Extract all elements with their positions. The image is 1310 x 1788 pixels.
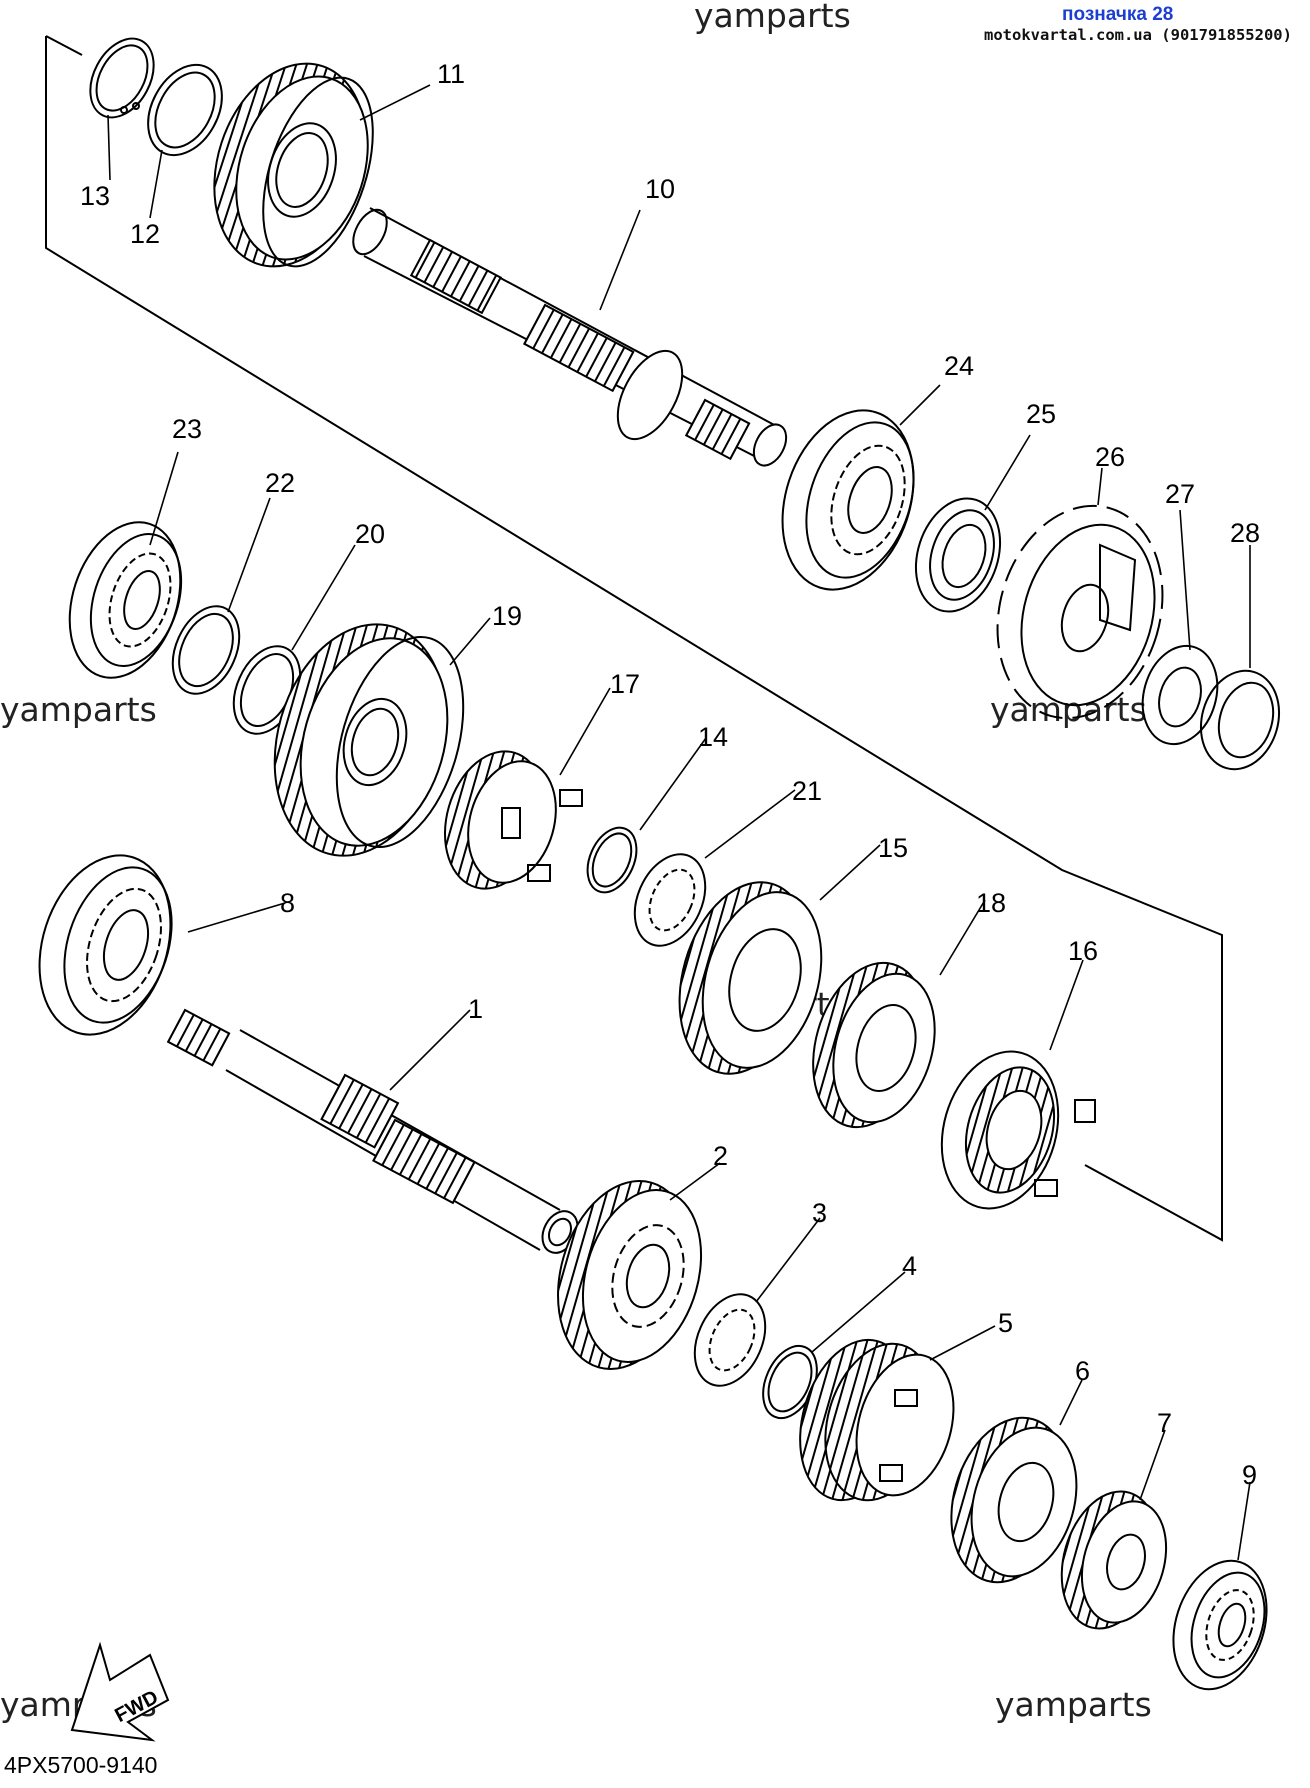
part-3-washer	[693, 1293, 767, 1387]
part-1-drive-shaft	[166, 1008, 579, 1254]
label-part-10: 10	[645, 174, 675, 204]
part-10-main-shaft	[352, 207, 788, 467]
label-part-17: 17	[610, 669, 640, 699]
watermark-left-mid: yamparts	[0, 690, 157, 729]
part-22-circlip	[171, 605, 241, 695]
label-part-11: 11	[437, 59, 465, 89]
part-27-lock-washer	[1141, 644, 1219, 746]
part-8-bearing	[38, 854, 173, 1036]
diagram-code: 4PX5700-9140	[4, 1752, 158, 1778]
part-15-gear	[678, 881, 823, 1075]
part-7-gear	[1060, 1490, 1168, 1630]
fwd-arrow-icon	[70, 1641, 170, 1742]
label-part-4: 4	[902, 1251, 917, 1281]
label-part-28: 28	[1230, 518, 1260, 548]
watermark-top: yamparts	[694, 0, 851, 35]
label-part-24: 24	[944, 351, 974, 381]
part-26-sprocket	[996, 504, 1164, 720]
header-title: позначка 28	[1062, 4, 1174, 25]
part-18-gear	[812, 961, 936, 1129]
label-part-15: 15	[878, 833, 908, 863]
label-part-6: 6	[1075, 1356, 1090, 1386]
label-part-8: 8	[280, 888, 295, 918]
part-9-bearing	[1172, 1559, 1268, 1691]
part-14-circlip	[586, 826, 638, 894]
part-16-gear	[940, 1050, 1096, 1210]
watermark-bottom-right: yamparts	[995, 1685, 1152, 1724]
label-part-3: 3	[812, 1198, 827, 1228]
part-19-gear	[273, 623, 465, 857]
part-28-nut	[1199, 669, 1281, 771]
label-part-9: 9	[1242, 1460, 1257, 1490]
part-5-gear	[799, 1338, 955, 1502]
label-part-5: 5	[998, 1308, 1013, 1338]
label-part-16: 16	[1068, 936, 1098, 966]
part-number-labels: 11 13 12 10 24 25 26 27 28 23 22 20 19 1…	[80, 59, 1260, 1490]
leader-lines	[107, 84, 1251, 1561]
part-24-bearing	[781, 409, 915, 591]
part-13-circlip	[89, 37, 155, 119]
label-part-26: 26	[1095, 442, 1125, 472]
part-11-gear	[213, 62, 374, 268]
watermark-right-mid: yamparts	[990, 690, 1147, 729]
label-part-23: 23	[172, 414, 202, 444]
header-site: motokvartal.com.ua (901791855200)	[984, 26, 1292, 44]
label-part-13: 13	[80, 181, 110, 211]
label-part-12: 12	[130, 219, 160, 249]
label-part-21: 21	[792, 776, 822, 806]
label-part-2: 2	[713, 1141, 728, 1171]
label-part-18: 18	[976, 888, 1006, 918]
part-17-gear	[443, 750, 583, 890]
label-part-19: 19	[492, 601, 522, 631]
label-part-14: 14	[698, 722, 728, 752]
label-part-1: 1	[468, 994, 483, 1024]
part-23-bearing	[68, 521, 183, 679]
frame-outline	[45, 36, 1223, 1242]
label-part-7: 7	[1157, 1408, 1172, 1438]
part-6-gear	[950, 1416, 1078, 1584]
part-21-washer	[633, 853, 707, 947]
part-25-seal	[914, 497, 1002, 613]
label-part-27: 27	[1165, 479, 1195, 509]
part-2-gear	[557, 1180, 703, 1370]
frame-top-edge	[45, 35, 83, 56]
label-part-25: 25	[1026, 399, 1056, 429]
label-part-22: 22	[265, 468, 295, 498]
part-12-washer	[147, 63, 223, 157]
label-part-20: 20	[355, 519, 385, 549]
